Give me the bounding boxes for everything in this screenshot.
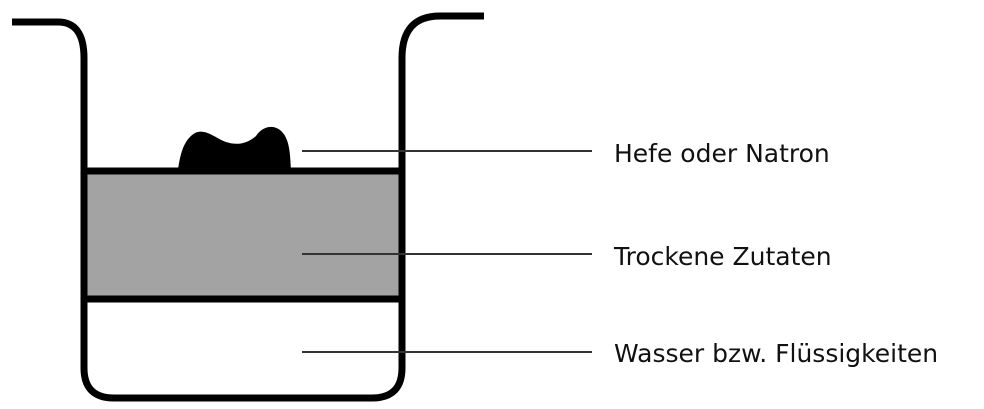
liquid-label: Wasser bzw. Flüssigkeiten — [614, 339, 938, 368]
dry-ingredients-label: Trockene Zutaten — [613, 242, 832, 271]
pan-outline — [12, 12, 484, 402]
dry-ingredients-layer — [86, 171, 400, 299]
yeast-label: Hefe oder Natron — [614, 139, 830, 168]
yeast-blob — [178, 126, 291, 170]
liquid-layer — [86, 299, 400, 397]
